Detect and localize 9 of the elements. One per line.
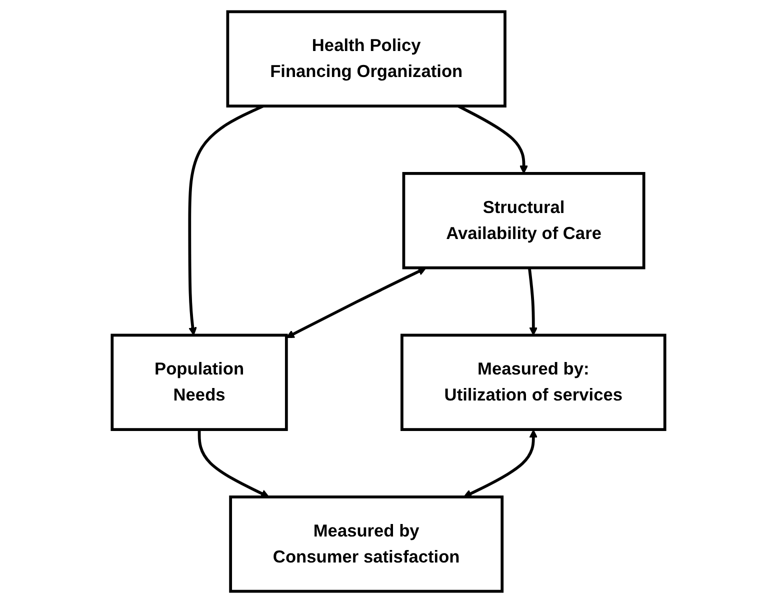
arrow <box>286 267 426 338</box>
arrow <box>198 430 270 498</box>
node-box: Measured by Consumer satisfaction <box>229 496 504 593</box>
arrow <box>463 430 538 498</box>
node-box: Measured by: Utilization of services <box>400 334 666 431</box>
node-box: Health Policy Financing Organization <box>226 10 506 108</box>
node-box: Structural Availability of Care <box>402 172 646 270</box>
node-box: Population Needs <box>110 334 288 431</box>
arrow <box>528 268 538 336</box>
